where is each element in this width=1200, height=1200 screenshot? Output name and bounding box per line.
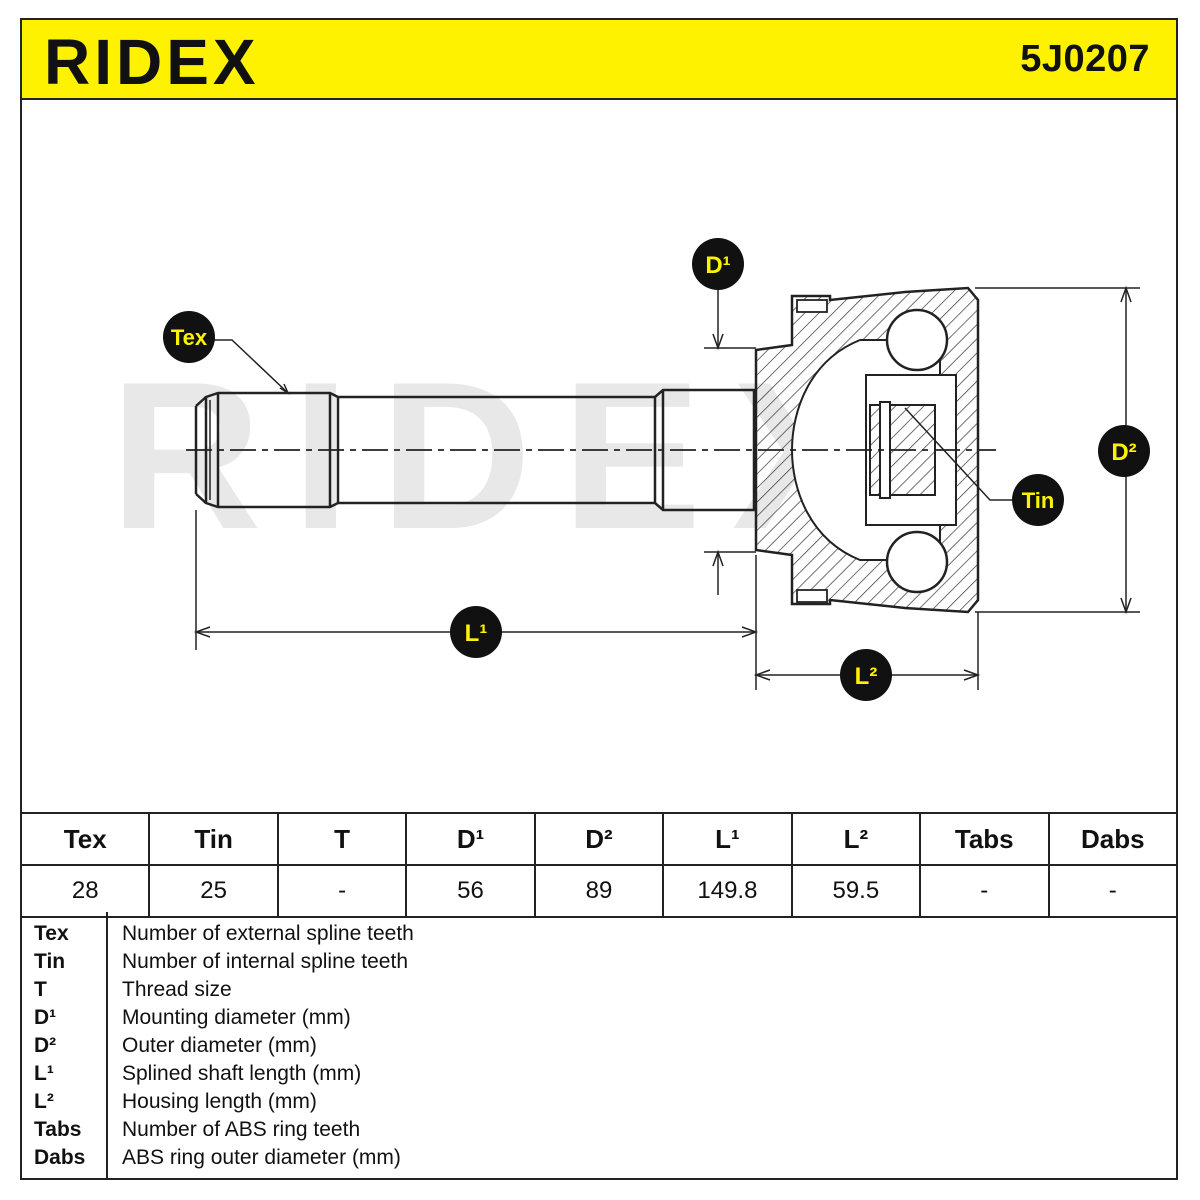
logo-text: RIDEX	[44, 28, 260, 94]
legend-key: Tin	[34, 950, 66, 973]
col-header: L²	[790, 812, 922, 866]
badge-l2: L²	[840, 649, 892, 701]
col-header: Tabs	[919, 812, 1050, 866]
spec-value: 56	[405, 864, 536, 918]
badge-d2: D²	[1098, 425, 1150, 477]
badge-tin: Tin	[1012, 474, 1064, 526]
part-number: 5J0207	[1020, 38, 1150, 80]
legend-key: T	[34, 978, 47, 1001]
badge-l1: L¹	[450, 606, 502, 658]
legend-key: Tex	[34, 922, 69, 945]
spec-header-row: Tex Tin T D¹ D² L¹ L² Tabs Dabs	[19, 812, 1178, 866]
badge-tex: Tex	[163, 311, 215, 363]
col-header: Dabs	[1047, 812, 1178, 866]
spec-value: 149.8	[662, 864, 793, 918]
legend-key: D²	[34, 1034, 57, 1057]
spec-value: 89	[533, 864, 665, 918]
badge-l1-label: L¹	[465, 620, 488, 647]
col-header: Tex	[19, 812, 151, 866]
spec-value: -	[1047, 864, 1178, 918]
legend-desc: Number of ABS ring teeth	[122, 1118, 361, 1141]
legend-key: Tabs	[34, 1118, 82, 1141]
legend-desc: Number of internal spline teeth	[122, 950, 408, 973]
legend-desc: Splined shaft length (mm)	[122, 1062, 362, 1085]
spec-value: -	[919, 864, 1050, 918]
legend-desc: Housing length (mm)	[122, 1090, 317, 1113]
legend-desc: ABS ring outer diameter (mm)	[122, 1146, 401, 1169]
cv-joint-drawing: RIDEX	[110, 238, 1150, 701]
badge-d1: D¹	[692, 238, 744, 290]
col-header: L¹	[662, 812, 793, 866]
col-header: D¹	[405, 812, 536, 866]
spec-value: 25	[148, 864, 279, 918]
legend-key: L¹	[34, 1062, 54, 1085]
spec-value: -	[276, 864, 408, 918]
col-header: D²	[533, 812, 665, 866]
d1-dimension	[704, 290, 756, 595]
legend-divider	[106, 912, 108, 1178]
legend-desc: Outer diameter (mm)	[122, 1034, 317, 1057]
badge-tin-label: Tin	[1022, 488, 1055, 513]
badge-d2-label: D²	[1111, 439, 1136, 466]
header-bar: RIDEX 5J0207	[20, 18, 1178, 100]
legend-desc: Number of external spline teeth	[122, 922, 414, 945]
spec-value-row: 28 25 - 56 89 149.8 59.5 - -	[19, 864, 1178, 918]
legend-key: L²	[34, 1090, 54, 1113]
legend-desc: Mounting diameter (mm)	[122, 1006, 351, 1029]
legend-key: Dabs	[34, 1146, 86, 1169]
badge-d1-label: D¹	[705, 252, 730, 279]
legend-desc: Thread size	[122, 978, 232, 1001]
spec-table: Tex Tin T D¹ D² L¹ L² Tabs Dabs 28 25 - …	[19, 812, 1178, 918]
watermark-text: RIDEX	[110, 338, 902, 573]
leader-lines	[208, 339, 1012, 501]
spec-value: 59.5	[790, 864, 922, 918]
col-header: T	[276, 812, 408, 866]
badge-tex-label: Tex	[171, 325, 208, 350]
legend-key: D¹	[34, 1006, 57, 1029]
col-header: Tin	[148, 812, 279, 866]
legend: Tex Number of external spline teeth Tin …	[20, 912, 1178, 1180]
spec-value: 28	[19, 864, 151, 918]
ridex-logo: RIDEX	[44, 28, 260, 94]
badge-l2-label: L²	[855, 663, 878, 690]
